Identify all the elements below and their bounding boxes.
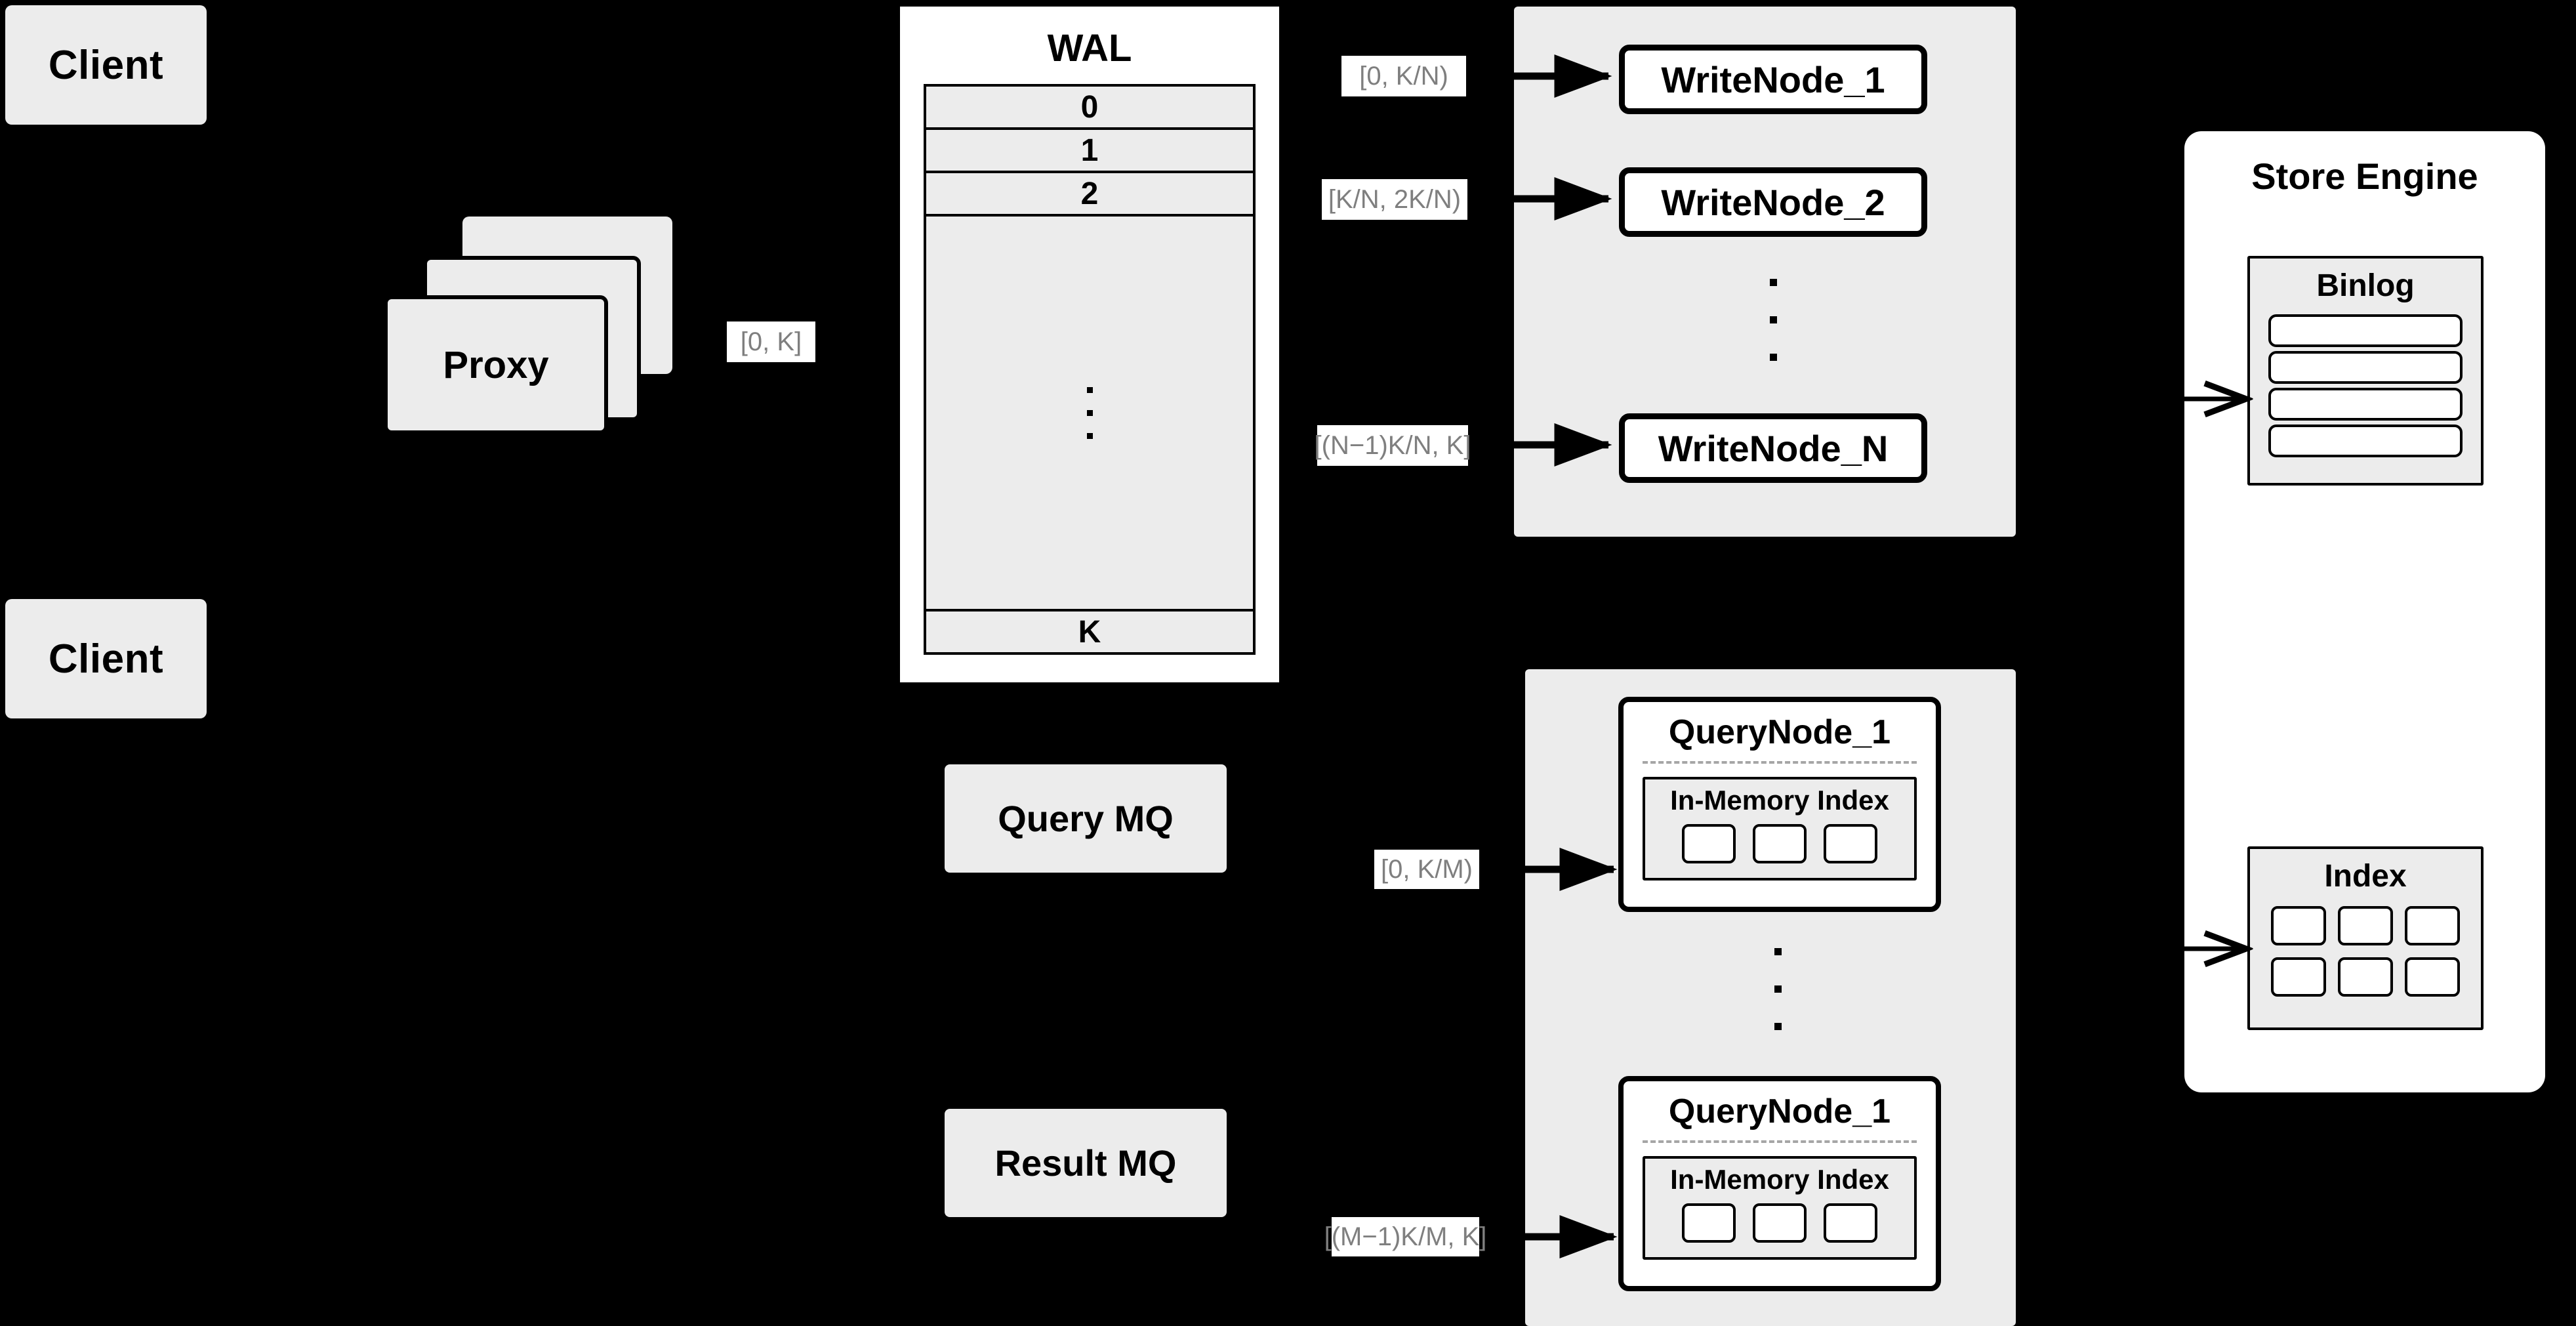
wal-row-label: K xyxy=(1078,614,1101,650)
store-engine-panel: Store Engine Binlog Index xyxy=(2184,131,2545,1092)
range-label-text: [0, K/M) xyxy=(1380,854,1473,884)
binlog-row xyxy=(2268,314,2463,347)
index-grid xyxy=(2270,906,2461,997)
binlog-title: Binlog xyxy=(2316,268,2415,303)
result-mq-label: Result MQ xyxy=(994,1142,1177,1184)
binlog-row xyxy=(2268,388,2463,421)
write-node-label: WriteNode_N xyxy=(1658,427,1889,469)
wal-table: 0 1 2 K xyxy=(924,84,1256,655)
in-memory-index-chips xyxy=(1681,824,1877,863)
query-node-title: QueryNode_1 xyxy=(1668,713,1891,751)
wal-row: 0 xyxy=(926,87,1253,130)
write-node-2[interactable]: WriteNode_2 xyxy=(1619,167,1927,237)
in-memory-index-title: In-Memory Index xyxy=(1670,785,1889,816)
in-memory-index-title: In-Memory Index xyxy=(1670,1164,1889,1195)
in-memory-index-chips xyxy=(1681,1203,1877,1243)
binlog-row xyxy=(2268,425,2463,457)
proxy-label: Proxy xyxy=(443,343,549,386)
in-memory-index-box: In-Memory Index xyxy=(1643,1156,1917,1260)
query-node-cluster: QueryNode_1 In-Memory Index QueryNode_1 … xyxy=(1525,669,2016,1326)
wal-row: 2 xyxy=(926,173,1253,217)
query-mq-label: Query MQ xyxy=(998,798,1174,839)
wal-row-label: 0 xyxy=(1080,89,1099,125)
range-label-text: [0, K] xyxy=(740,327,802,356)
write-node-label: WriteNode_1 xyxy=(1661,58,1885,100)
write-node-label: WriteNode_2 xyxy=(1661,181,1885,223)
wal-row-ellipsis xyxy=(926,217,1253,611)
binlog-row xyxy=(2268,351,2463,384)
binlog-box: Binlog xyxy=(2247,256,2484,486)
wal-row-label: 1 xyxy=(1080,133,1099,168)
index-cell xyxy=(2337,957,2394,997)
query-node-2[interactable]: QueryNode_1 In-Memory Index xyxy=(1618,1076,1941,1291)
range-label-text: [0, K/N) xyxy=(1359,61,1448,91)
client-label: Client xyxy=(48,636,164,682)
range-label-query-m: [(M−1)K/M, K] xyxy=(1324,1217,1486,1256)
index-chip xyxy=(1752,824,1807,863)
query-node-1[interactable]: QueryNode_1 In-Memory Index xyxy=(1618,697,1941,912)
range-label-text: [(M−1)K/M, K] xyxy=(1324,1222,1487,1251)
range-label-write-1: [0, K/N) xyxy=(1341,56,1466,96)
result-mq-box[interactable]: Result MQ xyxy=(945,1109,1227,1217)
query-node-title: QueryNode_1 xyxy=(1668,1092,1891,1130)
range-label-text: [(N−1)K/N, K] xyxy=(1314,430,1471,460)
range-label-write-2: [K/N, 2K/N) xyxy=(1322,179,1467,220)
index-title: Index xyxy=(2324,859,2407,894)
proxy-card-front[interactable]: Proxy xyxy=(384,295,608,434)
write-node-n[interactable]: WriteNode_N xyxy=(1619,413,1927,483)
wal-panel: WAL 0 1 2 K xyxy=(897,3,1282,686)
index-cell xyxy=(2270,957,2326,997)
range-label-query-1: [0, K/M) xyxy=(1374,850,1479,889)
binlog-rows xyxy=(2268,314,2463,457)
index-cell xyxy=(2405,957,2461,997)
client-label: Client xyxy=(48,42,164,88)
index-chip xyxy=(1681,824,1736,863)
index-chip xyxy=(1823,824,1877,863)
vertical-ellipsis-icon xyxy=(1086,386,1093,439)
proxy-stack[interactable]: Proxy xyxy=(384,217,679,434)
index-cell xyxy=(2337,906,2394,945)
index-chip xyxy=(1823,1203,1877,1243)
index-box: Index xyxy=(2247,846,2484,1030)
index-cell xyxy=(2270,906,2326,945)
client-box-2[interactable]: Client xyxy=(5,599,207,718)
wal-row-label: 2 xyxy=(1080,176,1099,211)
wal-title: WAL xyxy=(1047,27,1132,70)
write-node-1[interactable]: WriteNode_1 xyxy=(1619,45,1927,114)
wal-row: K xyxy=(926,611,1253,652)
range-label-proxy-to-wal: [0, K] xyxy=(727,321,815,362)
index-cell xyxy=(2405,906,2461,945)
query-mq-box[interactable]: Query MQ xyxy=(945,764,1227,873)
index-chip xyxy=(1681,1203,1736,1243)
query-node-divider xyxy=(1642,761,1917,764)
write-cluster-ellipsis-icon xyxy=(1770,279,1777,361)
wal-row: 1 xyxy=(926,130,1253,173)
range-label-text: [K/N, 2K/N) xyxy=(1328,184,1462,214)
query-node-divider xyxy=(1642,1140,1917,1143)
client-box-1[interactable]: Client xyxy=(5,5,207,125)
store-engine-title: Store Engine xyxy=(2251,155,2478,197)
range-label-write-n: [(N−1)K/N, K] xyxy=(1314,425,1471,466)
write-node-cluster: WriteNode_1 WriteNode_2 WriteNode_N xyxy=(1514,7,2016,537)
query-cluster-ellipsis-icon xyxy=(1774,948,1782,1030)
in-memory-index-box: In-Memory Index xyxy=(1643,777,1917,881)
index-chip xyxy=(1752,1203,1807,1243)
